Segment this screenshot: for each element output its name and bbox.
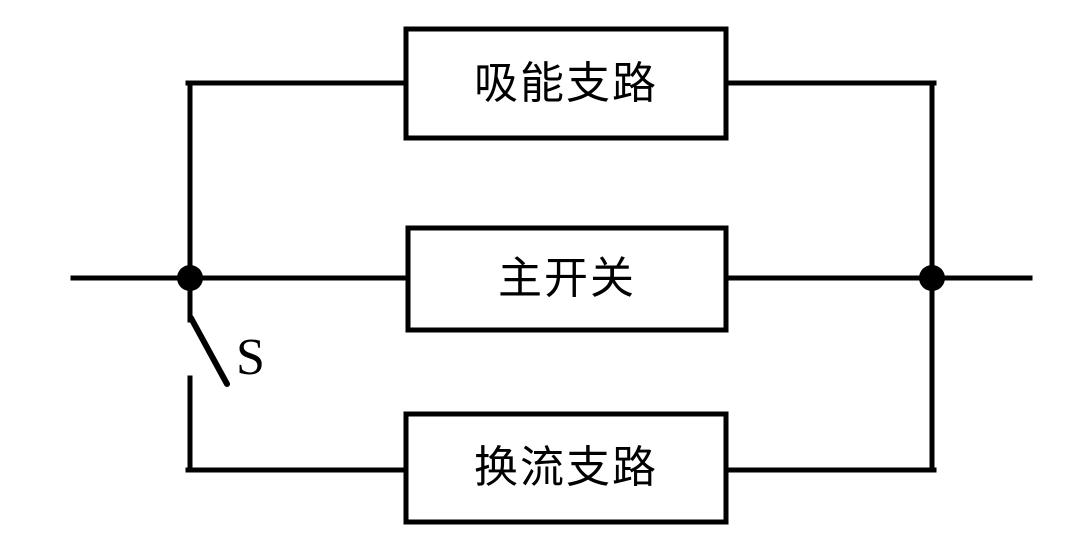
branch-label-absorb: 吸能支路: [474, 57, 658, 109]
branch-label-commutation: 换流支路: [474, 442, 658, 493]
junction-dot-left: [177, 265, 203, 291]
branch-label-main-switch: 主开关: [498, 253, 636, 304]
branch-box-commutation[interactable]: [403, 411, 729, 525]
switch-blade-s[interactable]: [188, 315, 230, 387]
branch-box-main-switch[interactable]: [405, 225, 729, 333]
branch-box-absorb[interactable]: [403, 26, 729, 141]
switch-label-s: S: [236, 329, 265, 386]
junction-dot-right: [919, 265, 945, 291]
